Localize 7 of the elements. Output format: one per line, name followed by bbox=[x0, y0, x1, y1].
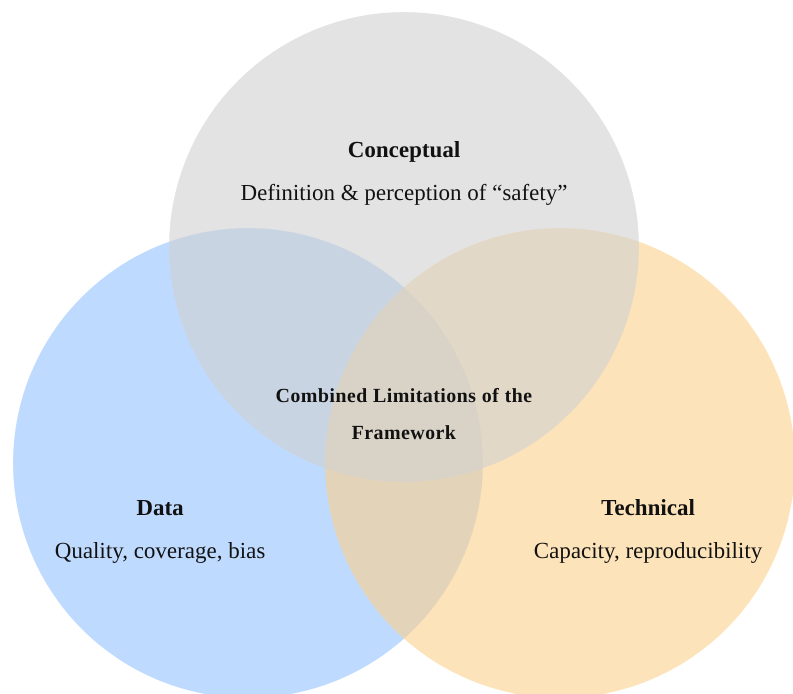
circle-heading: Conceptual bbox=[348, 136, 460, 164]
circle-heading: Technical bbox=[601, 494, 695, 522]
overlap-label: Combined Limitations of the Framework bbox=[274, 384, 534, 446]
circle-description: Definition & perception of “safety” bbox=[240, 179, 568, 207]
circle-description: Capacity, reproducibility bbox=[534, 537, 762, 565]
circle-heading: Data bbox=[136, 494, 184, 522]
circle-description: Quality, coverage, bias bbox=[54, 537, 266, 565]
